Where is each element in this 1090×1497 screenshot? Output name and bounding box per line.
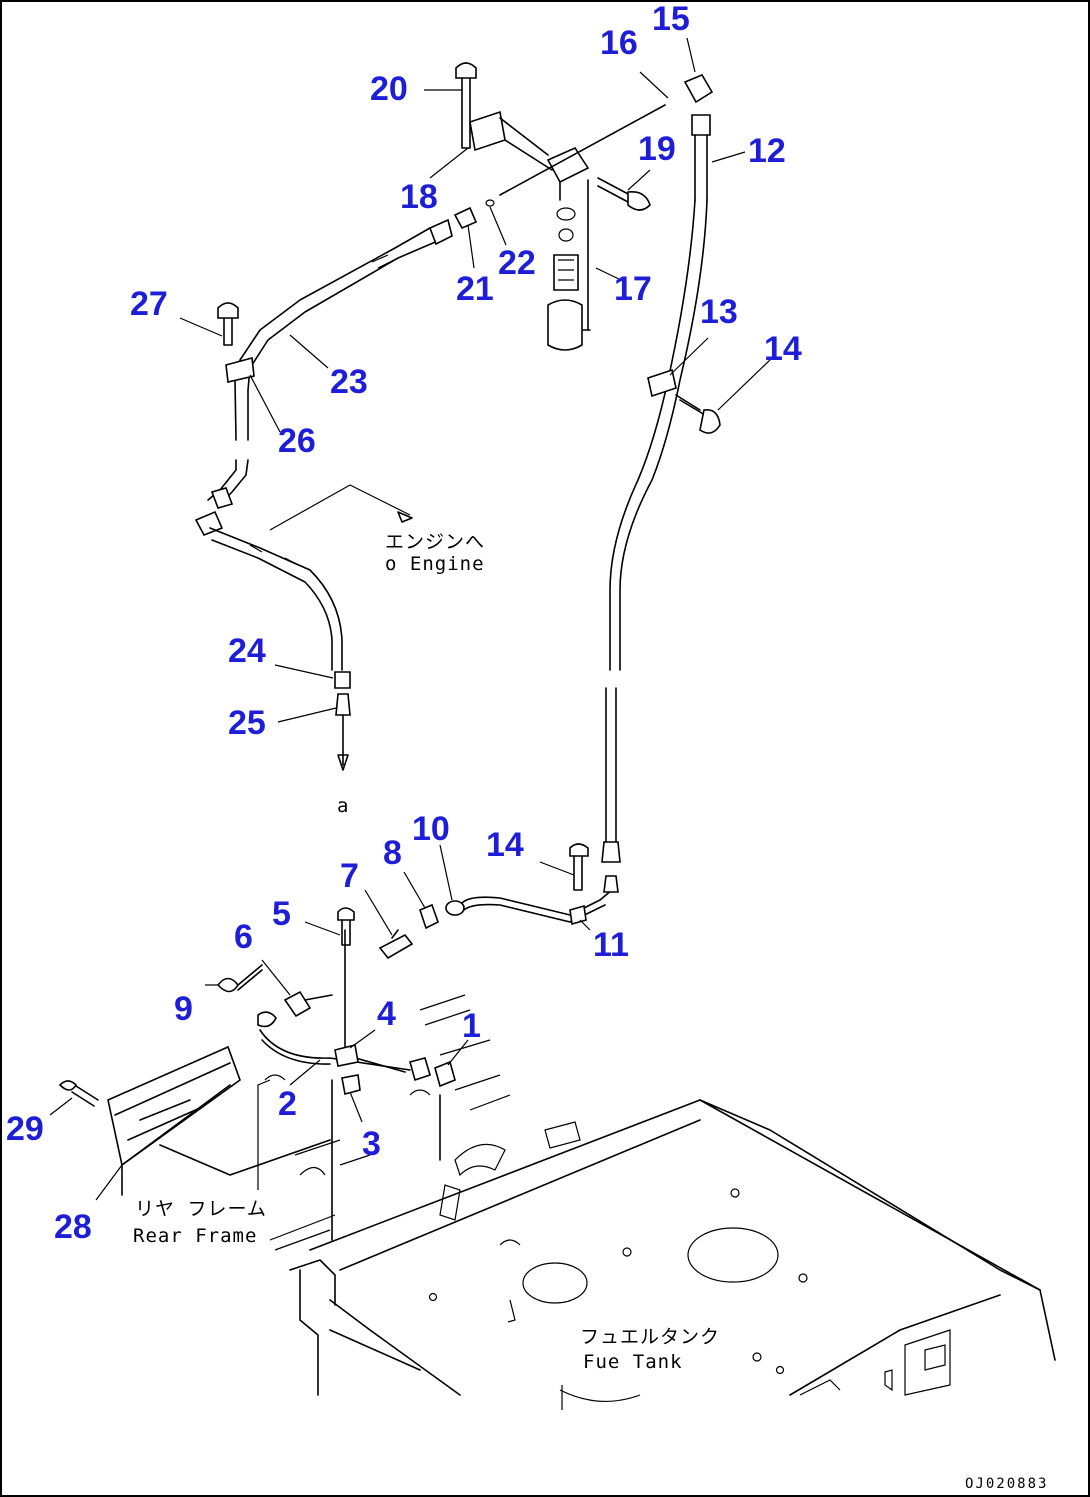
callout-numbers: 1 2 3 4 5 6 7 8 9 10 11 12 13 14 14 15 1… [6,0,802,1246]
diagram-labels: エンジンへ o Engine a リヤ フレーム Rear Frame フュエル… [133,531,1048,1492]
callout-10: 10 [412,810,450,848]
fuel-tank-outline [289,1099,1056,1410]
left-pipe [194,218,453,771]
label-engine-ja: エンジンへ [385,531,485,553]
callout-6: 6 [234,918,253,956]
callout-9: 9 [174,990,193,1028]
callout-20: 20 [370,70,408,108]
callout-4: 4 [377,995,396,1033]
rear-frame-bracket [107,1045,331,1196]
label-engine-en: o Engine [385,553,485,575]
callout-11: 11 [593,926,629,964]
callout-27: 27 [130,285,168,323]
callout-23: 23 [330,363,368,401]
callout-14-lower: 14 [486,826,524,864]
callout-3: 3 [362,1125,381,1163]
callout-2: 2 [278,1085,297,1123]
callout-13: 13 [700,293,738,331]
callout-28: 28 [54,1208,92,1246]
label-fuel-tank-en: Fue Tank [583,1351,683,1373]
callout-7: 7 [340,857,359,895]
callout-14-right: 14 [764,330,802,368]
callout-25: 25 [228,704,266,742]
callout-15: 15 [652,0,690,38]
callout-17: 17 [614,270,652,308]
callout-24: 24 [228,632,266,670]
right-pipe [605,73,721,843]
callout-22: 22 [498,244,536,282]
label-fuel-tank-ja: フュエルタンク [580,1326,720,1348]
callout-19: 19 [638,130,676,168]
label-arrow-a: a [337,795,349,817]
callout-8: 8 [383,834,402,872]
callout-18: 18 [400,178,438,216]
callout-29: 29 [6,1110,44,1148]
label-rear-frame-en: Rear Frame [133,1225,257,1247]
drawing-code: OJ020883 [965,1476,1048,1492]
screw-29 [58,1080,99,1107]
callout-21: 21 [456,270,494,308]
callout-26: 26 [278,422,316,460]
callout-5: 5 [272,895,291,933]
label-rear-frame-ja: リヤ フレーム [135,1198,267,1220]
callout-12: 12 [748,132,786,170]
leader-lines [49,37,773,1201]
callout-1: 1 [462,1007,481,1045]
callout-16: 16 [600,24,638,62]
fuel-filter [453,62,666,351]
lower-piping [216,841,621,1241]
